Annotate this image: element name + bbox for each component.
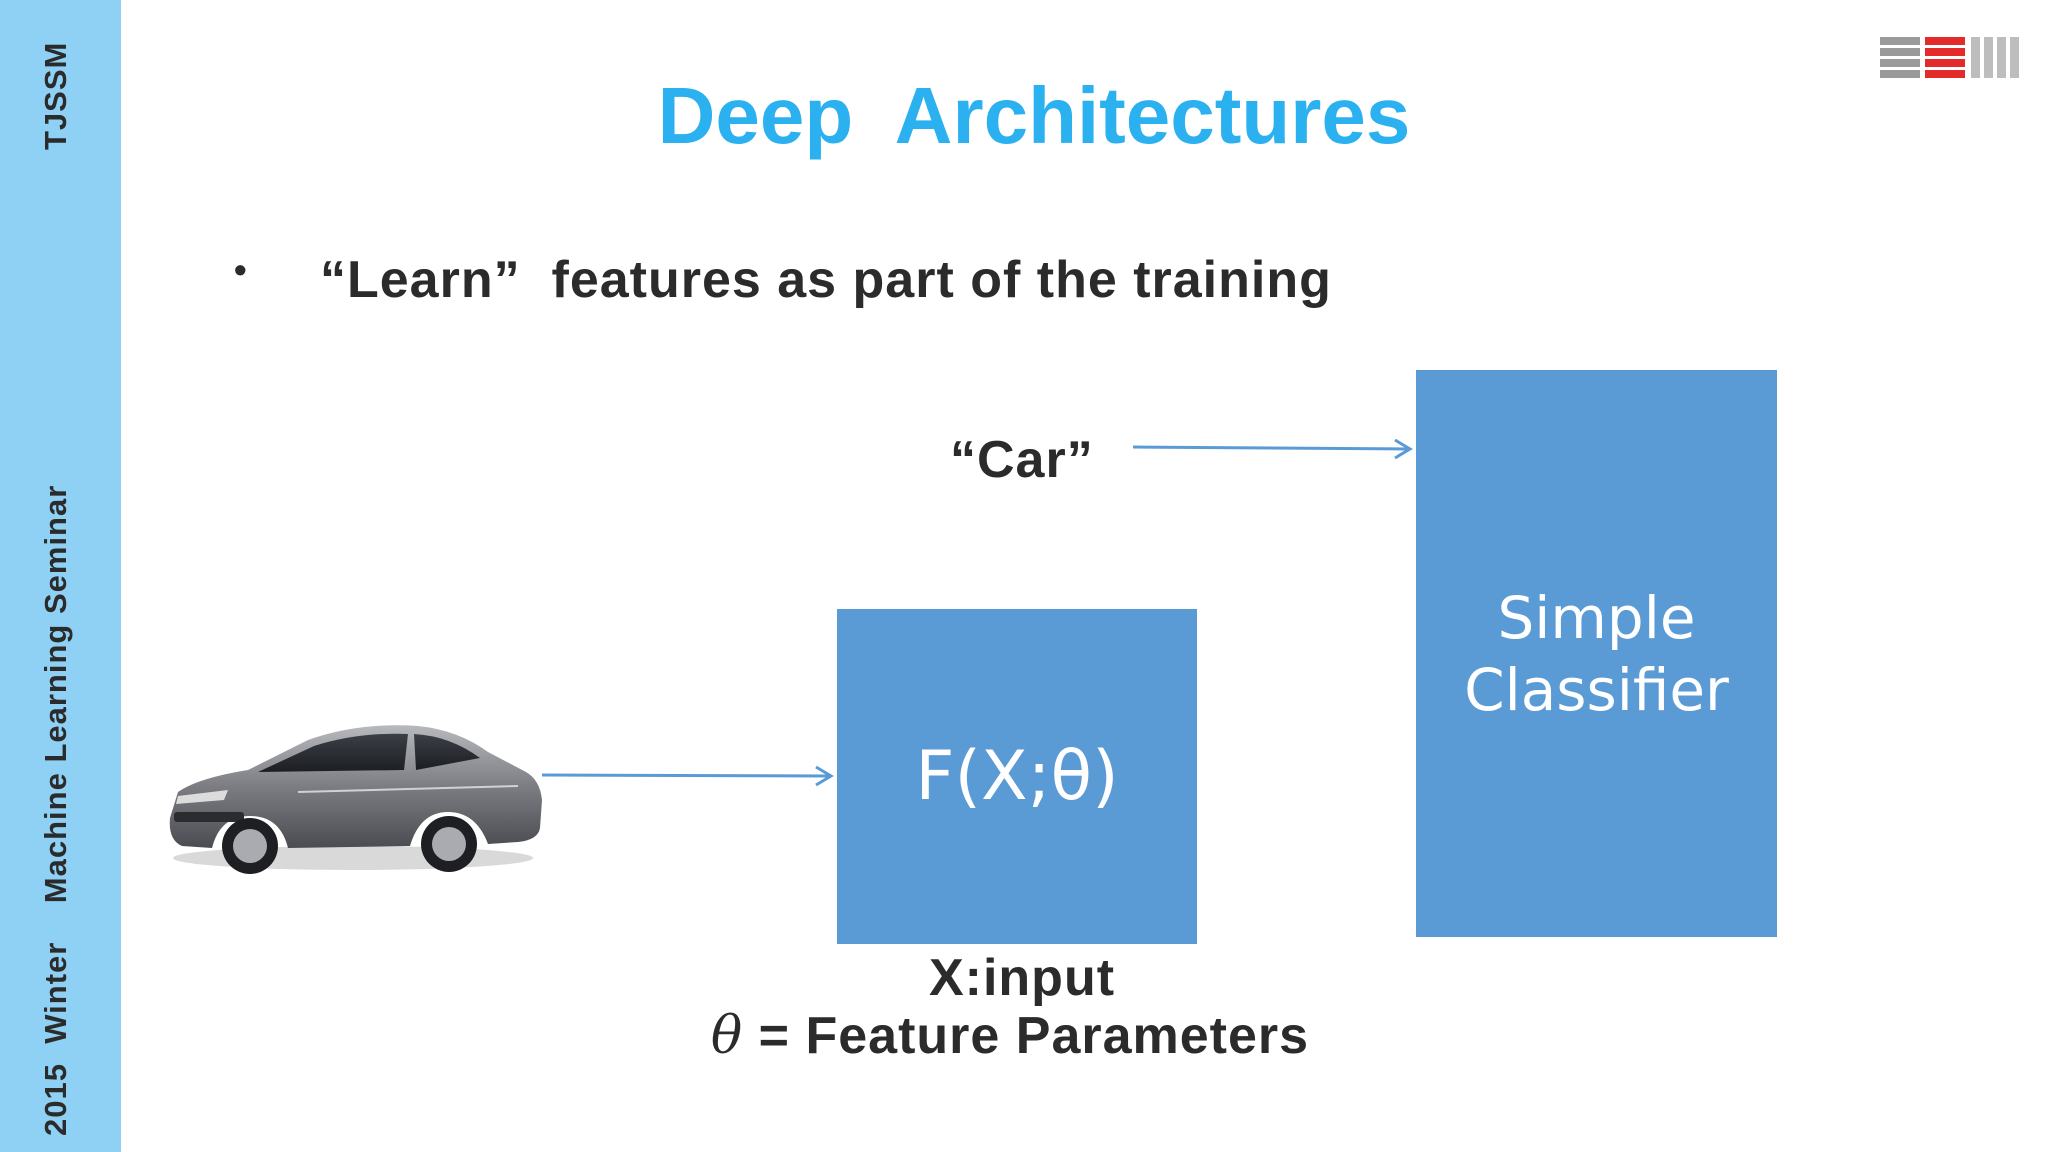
sidebar: TJSSM 2015 Winter Machine Learning Semin… <box>0 0 121 1152</box>
bullet-text: “Learn” features as part of the training <box>320 251 1332 309</box>
simple-classifier-box: Simple Classifier <box>1416 370 1777 937</box>
caption-input: X:input <box>928 949 1116 1007</box>
car-label: “Car” <box>950 431 1094 489</box>
feature-function-box: F(X;θ) <box>837 609 1197 944</box>
classifier-label-line2: Classifier <box>1464 656 1729 724</box>
slide-title: Deep Architectures <box>657 71 1411 160</box>
feature-function-label: F(X;θ) <box>915 737 1119 816</box>
car-image <box>169 725 542 874</box>
classifier-label-line1: Simple <box>1497 584 1696 652</box>
arrow-car-to-feature <box>541 765 834 787</box>
theta-symbol: θ <box>710 1006 744 1066</box>
caption-feature-parameters: θ = Feature Parameters <box>0 1006 2034 1066</box>
caption-theta-text: = Feature Parameters <box>743 1007 1310 1065</box>
logo-icon <box>1880 37 2019 78</box>
bullet-marker: • <box>234 249 247 290</box>
arrow-label-to-classifier <box>1132 438 1413 460</box>
